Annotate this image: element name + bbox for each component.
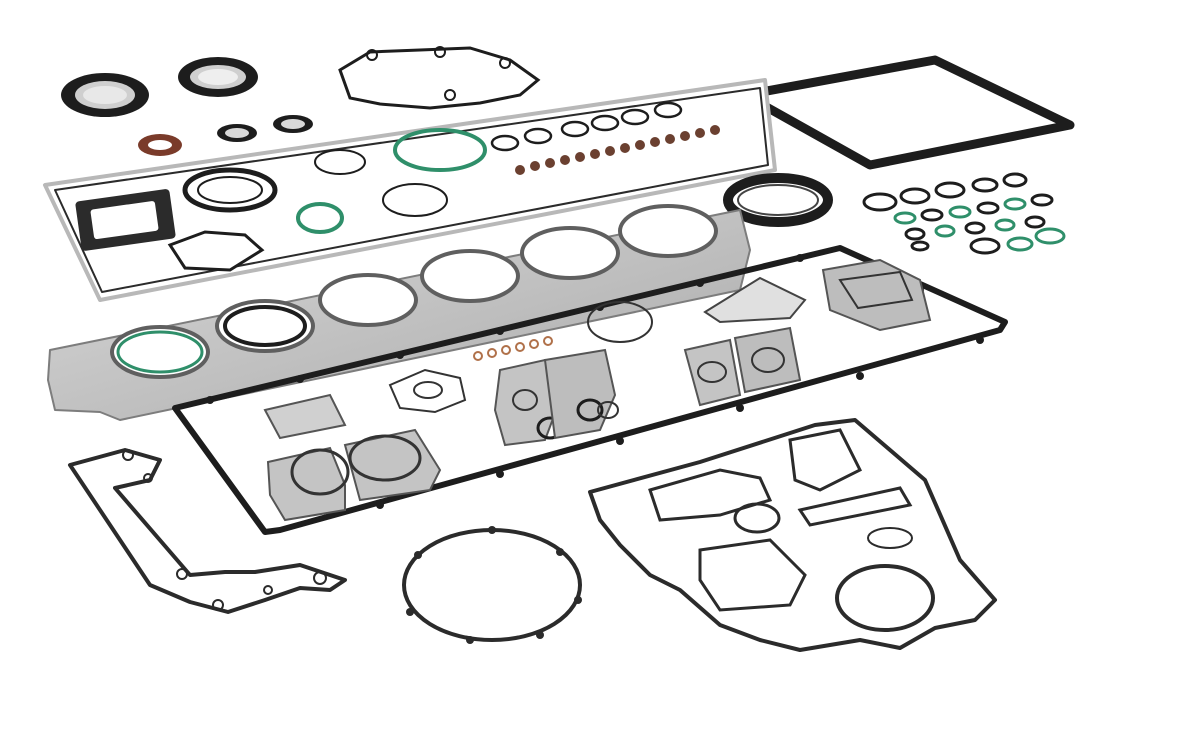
o-ring-assortment (862, 172, 1066, 255)
crankshaft-seal-left (61, 73, 149, 117)
cylinder-bores (110, 204, 718, 379)
round-cover-gasket (402, 526, 582, 644)
crankshaft-seal-right (178, 57, 258, 97)
valve-cover-gasket-panel (43, 78, 777, 302)
small-seal-brown (138, 134, 182, 156)
small-seals (217, 115, 313, 142)
exhaust-port-gaskets (490, 101, 683, 152)
copper-washers (473, 336, 553, 361)
rear-main-seal (723, 173, 833, 227)
black-o-ring (223, 305, 307, 347)
oil-pan-gasket (740, 55, 1075, 170)
intake-manifold-gaskets (263, 368, 467, 522)
exhaust-manifold-gaskets (493, 301, 653, 447)
egr-gaskets (683, 258, 932, 407)
top-cover-gasket (338, 46, 541, 110)
timing-cover-gasket (588, 418, 997, 652)
green-fire-ring (116, 330, 204, 374)
cylinder-head-gasket (47, 204, 751, 421)
valve-stem-seals (515, 125, 720, 175)
bracket-gasket (68, 448, 347, 614)
